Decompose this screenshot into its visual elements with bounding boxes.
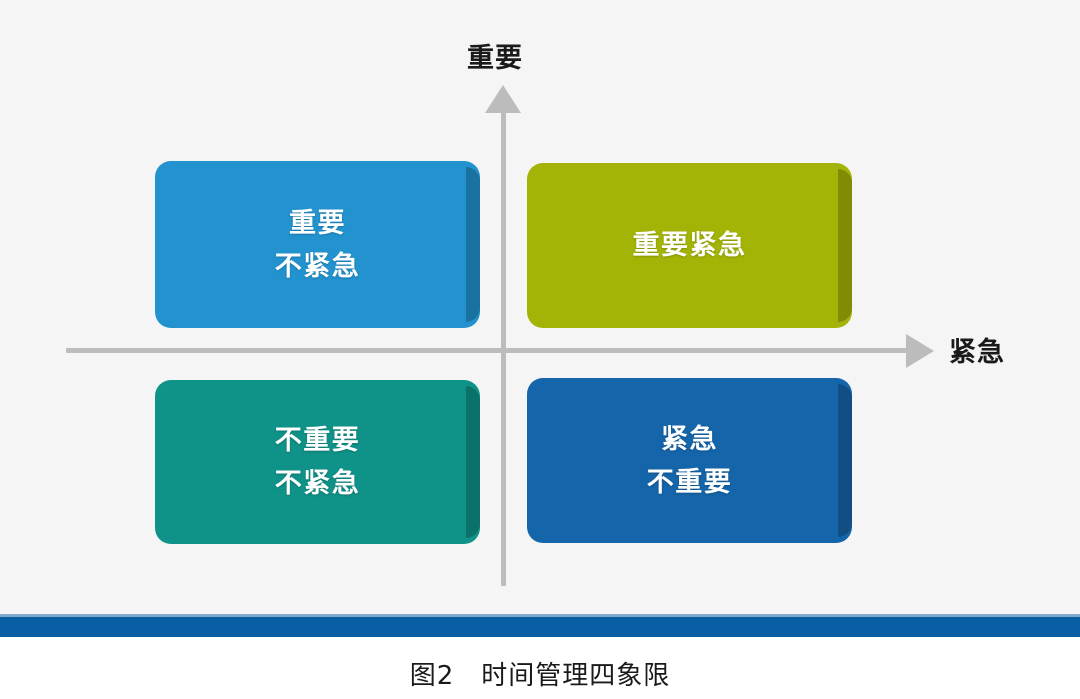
quadrant-shadow-edge xyxy=(466,386,480,538)
y-axis-label: 重要 xyxy=(467,43,523,73)
quadrant-not-important-not-urgent[interactable]: 不重要不紧急 xyxy=(155,380,480,544)
quadrant-label-not-important-not-urgent: 不重要不紧急 xyxy=(274,425,361,498)
y-axis-line xyxy=(501,108,506,586)
quadrant-urgent-not-important[interactable]: 紧急不重要 xyxy=(527,378,852,543)
diagram-canvas: 重要 紧急 重要不紧急 重要紧急 不重要不紧急 紧急不重要 xyxy=(66,43,1005,586)
x-axis-arrow-icon xyxy=(906,334,934,368)
x-axis-label: 紧急 xyxy=(949,337,1005,367)
quadrant-important-not-urgent[interactable]: 重要不紧急 xyxy=(155,161,480,328)
quadrant-important-urgent[interactable]: 重要紧急 xyxy=(527,163,852,328)
x-axis-line xyxy=(66,348,912,353)
quadrant-shadow-edge xyxy=(466,167,480,322)
y-axis-arrow-icon xyxy=(485,85,521,113)
footer-band xyxy=(0,617,1080,637)
quadrant-label-important-urgent: 重要紧急 xyxy=(632,230,747,261)
quadrant-shadow-edge xyxy=(838,384,852,537)
quadrant-label-urgent-not-important: 紧急不重要 xyxy=(646,423,733,497)
quadrant-label-important-not-urgent: 重要不紧急 xyxy=(274,207,361,281)
footer-band-top-line xyxy=(0,614,1080,617)
figure-caption: 图2 时间管理四象限 xyxy=(409,661,671,691)
quadrant-shadow-edge xyxy=(838,169,852,322)
